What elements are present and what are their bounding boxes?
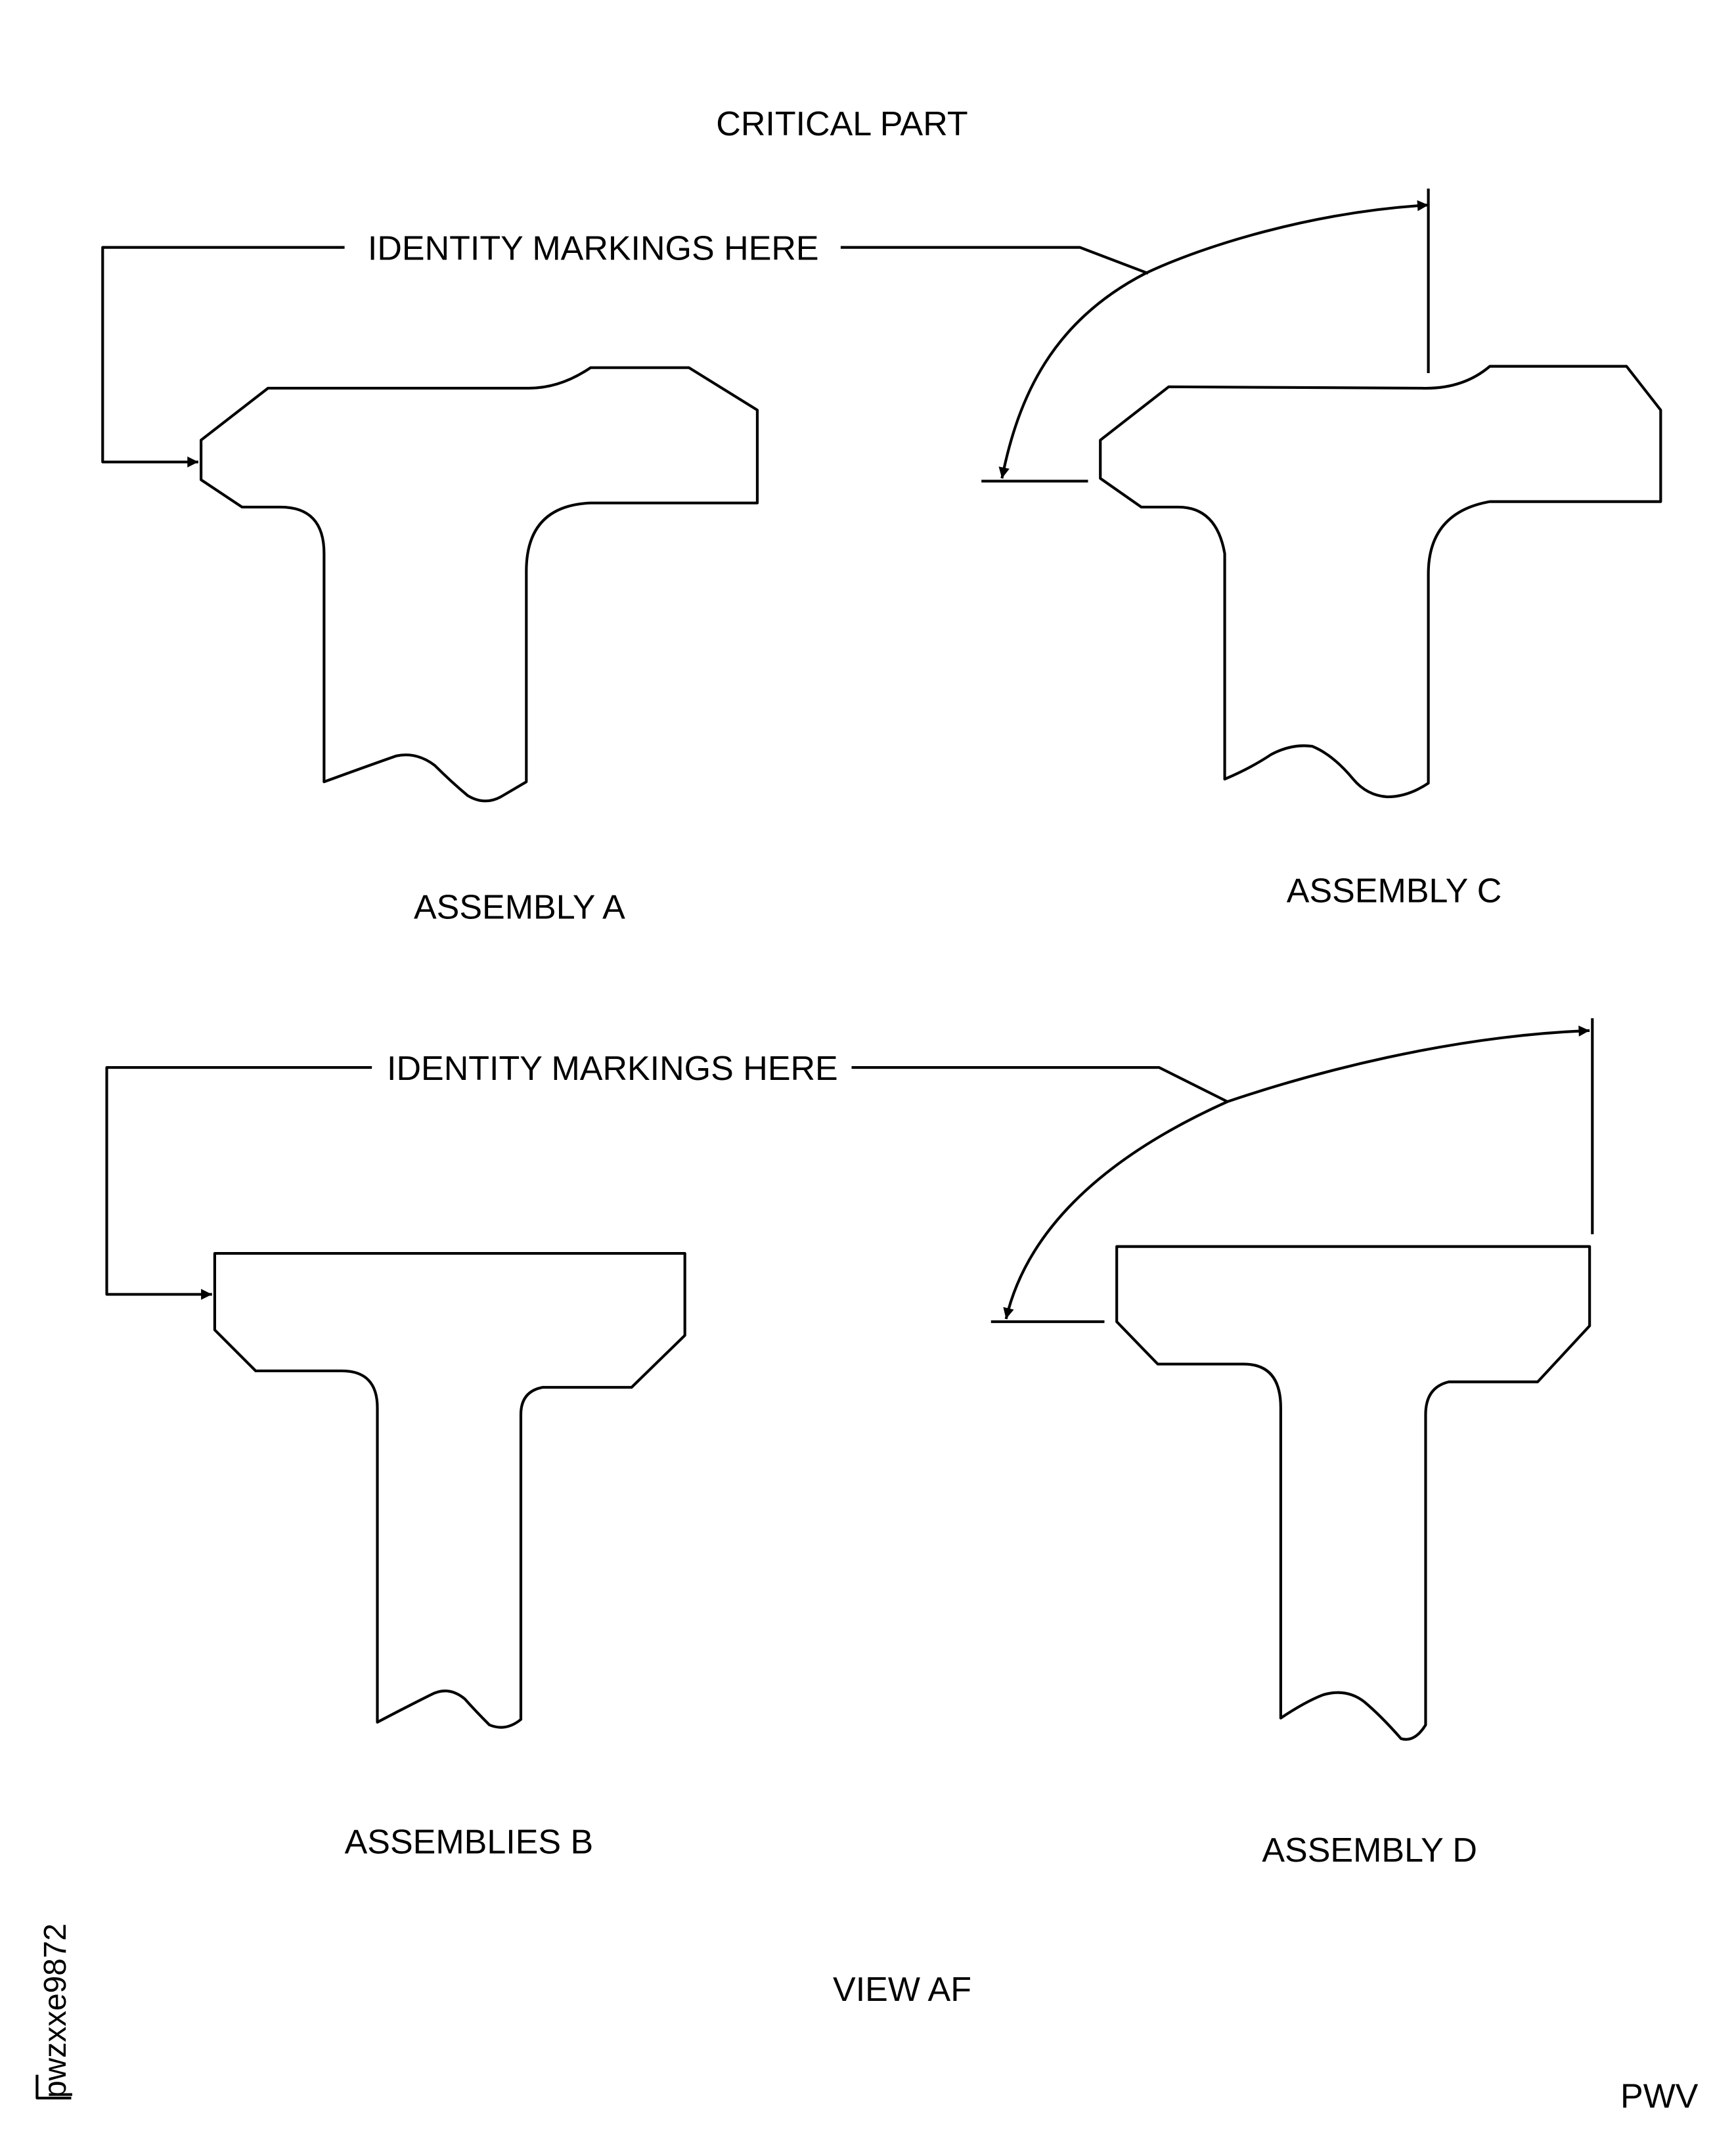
assembly-c-outline: [1099, 365, 1662, 799]
assembly-a-leader: [101, 246, 345, 468]
assembly-a: IDENTITY MARKINGS HERE ASSEMBLY A: [101, 229, 1149, 926]
assemblies-b-leader: [105, 1065, 372, 1300]
assembly-c-rotation-arc: [998, 200, 1429, 479]
assembly-a-outline: [200, 366, 759, 803]
callout-bottom-leader: [851, 1065, 1228, 1103]
title-critical-part: CRITICAL PART: [716, 105, 968, 143]
assembly-d-rotation-arc: [1003, 1025, 1590, 1320]
label-assembly-a: ASSEMBLY A: [414, 888, 625, 926]
label-assembly-c: ASSEMBLY C: [1287, 872, 1502, 910]
callout-identity-markings-bottom: IDENTITY MARKINGS HERE: [387, 1050, 838, 1088]
label-assembly-d: ASSEMBLY D: [1262, 1831, 1477, 1870]
assemblies-b-outline: [213, 1251, 686, 1729]
callout-identity-markings-top: IDENTITY MARKINGS HERE: [368, 229, 819, 267]
assembly-d-outline: [1115, 1245, 1591, 1741]
figure-id: pwzxxe9872: [35, 1923, 73, 2100]
assembly-c: ASSEMBLY C: [981, 189, 1662, 910]
assembly-d: ASSEMBLY D: [990, 1018, 1594, 1870]
assemblies-b: IDENTITY MARKINGS HERE ASSEMBLIES B: [105, 1050, 1228, 1861]
label-assemblies-b: ASSEMBLIES B: [345, 1823, 594, 1861]
corner-code: PWV: [1620, 2077, 1699, 2115]
callout-top-leader: [840, 246, 1149, 275]
figure-id-bracket: [35, 2074, 72, 2100]
figure-id-text: pwzxxe9872: [38, 1923, 73, 2098]
view-label: VIEW AF: [833, 1971, 971, 2009]
